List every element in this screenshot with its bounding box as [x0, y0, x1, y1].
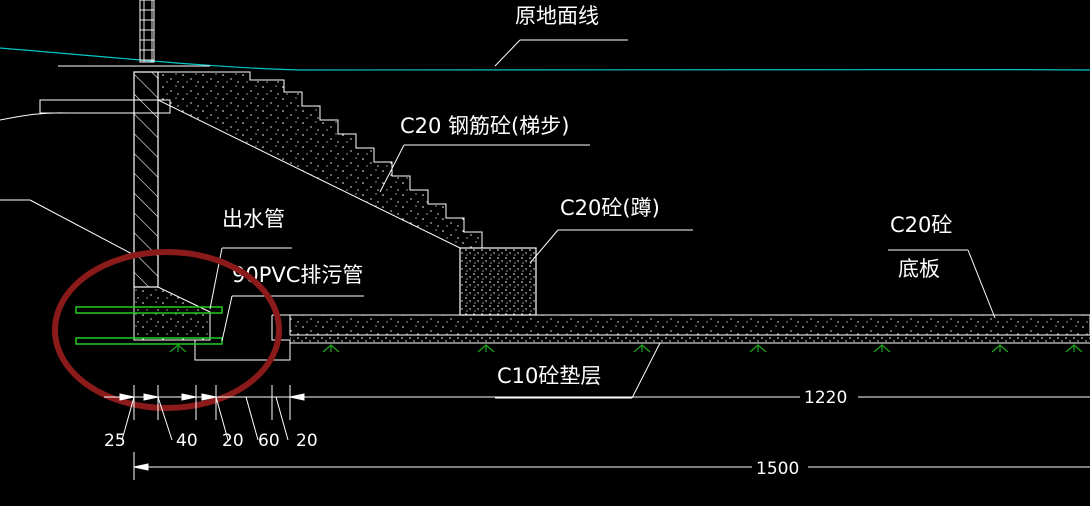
outlet-pipe-label: 出水管 — [222, 207, 285, 231]
cushion-layer — [290, 335, 1090, 343]
dimension-1220: 1220 — [804, 388, 847, 408]
brick-column — [139, 0, 155, 63]
dimension-40: 40 — [176, 431, 198, 451]
stair-leader-diag — [379, 144, 405, 193]
sewage-pipe-leader-diag — [221, 295, 233, 342]
ground-line-leader — [494, 39, 521, 67]
sewage-pipe-label: 90PVC排污管 — [232, 263, 363, 287]
slab-label-line2: 底板 — [898, 257, 940, 281]
outlet-pipe[interactable] — [75, 306, 223, 314]
stair-body — [157, 71, 483, 249]
highlight-circle — [52, 249, 282, 411]
dimension-20-a: 20 — [222, 431, 244, 451]
bottom-slab — [289, 314, 1090, 336]
dimension-row-1 — [104, 385, 1090, 441]
ground-hatch-symbols — [169, 344, 1083, 353]
cushion-leader-diag — [631, 342, 661, 399]
dimension-20-b: 20 — [296, 431, 318, 451]
slab-step — [194, 315, 291, 361]
slab-label-line1: C20砼 — [890, 213, 952, 237]
dimension-60: 60 — [258, 431, 280, 451]
pier-leader-diag — [529, 229, 559, 264]
ground-line — [0, 47, 1090, 72]
ground-line-label: 原地面线 — [515, 4, 599, 28]
pier-label: C20砼(蹲) — [560, 196, 660, 220]
slab-leader-diag — [967, 249, 996, 319]
dimension-1500: 1500 — [756, 459, 799, 479]
dimension-row-2 — [133, 452, 1090, 480]
left-leader-diag — [29, 199, 135, 256]
pier-block — [459, 247, 537, 316]
stair-label: C20 钢筋砼(梯步) — [400, 114, 569, 138]
cushion-label: C10砼垫层 — [497, 364, 601, 388]
cap-plate — [39, 99, 171, 114]
left-slope-curve — [0, 112, 69, 121]
dimension-25: 25 — [104, 431, 126, 451]
